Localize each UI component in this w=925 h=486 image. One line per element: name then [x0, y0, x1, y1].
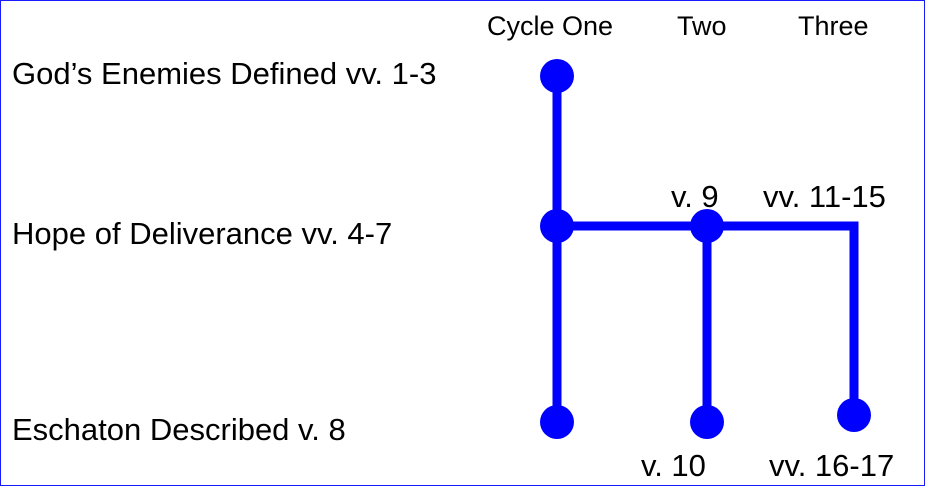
row-label-hope-of-deliverance: Hope of Deliverance vv. 4-7	[12, 216, 393, 251]
node-cycle-two-bottom	[690, 405, 724, 439]
annotation-v10: v. 10	[641, 448, 706, 483]
annotation-vv16-17: vv. 16-17	[769, 448, 895, 483]
annotation-v9: v. 9	[671, 179, 719, 214]
column-header-two: Two	[677, 11, 727, 41]
annotation-vv11-15: vv. 11-15	[763, 179, 886, 214]
row-label-gods-enemies: God’s Enemies Defined vv. 1-3	[12, 56, 437, 91]
column-header-three: Three	[798, 11, 869, 41]
node-cycle-one-middle	[540, 209, 574, 243]
node-cycle-one-bottom	[540, 405, 574, 439]
node-cycle-three-bottom	[837, 398, 871, 432]
column-header-cycle-one: Cycle One	[487, 11, 614, 41]
row-label-eschaton-described: Eschaton Described v. 8	[12, 412, 346, 447]
node-cycle-one-top	[540, 59, 574, 93]
node-cycle-two-middle	[690, 209, 724, 243]
cycle-branch-line	[557, 221, 859, 413]
